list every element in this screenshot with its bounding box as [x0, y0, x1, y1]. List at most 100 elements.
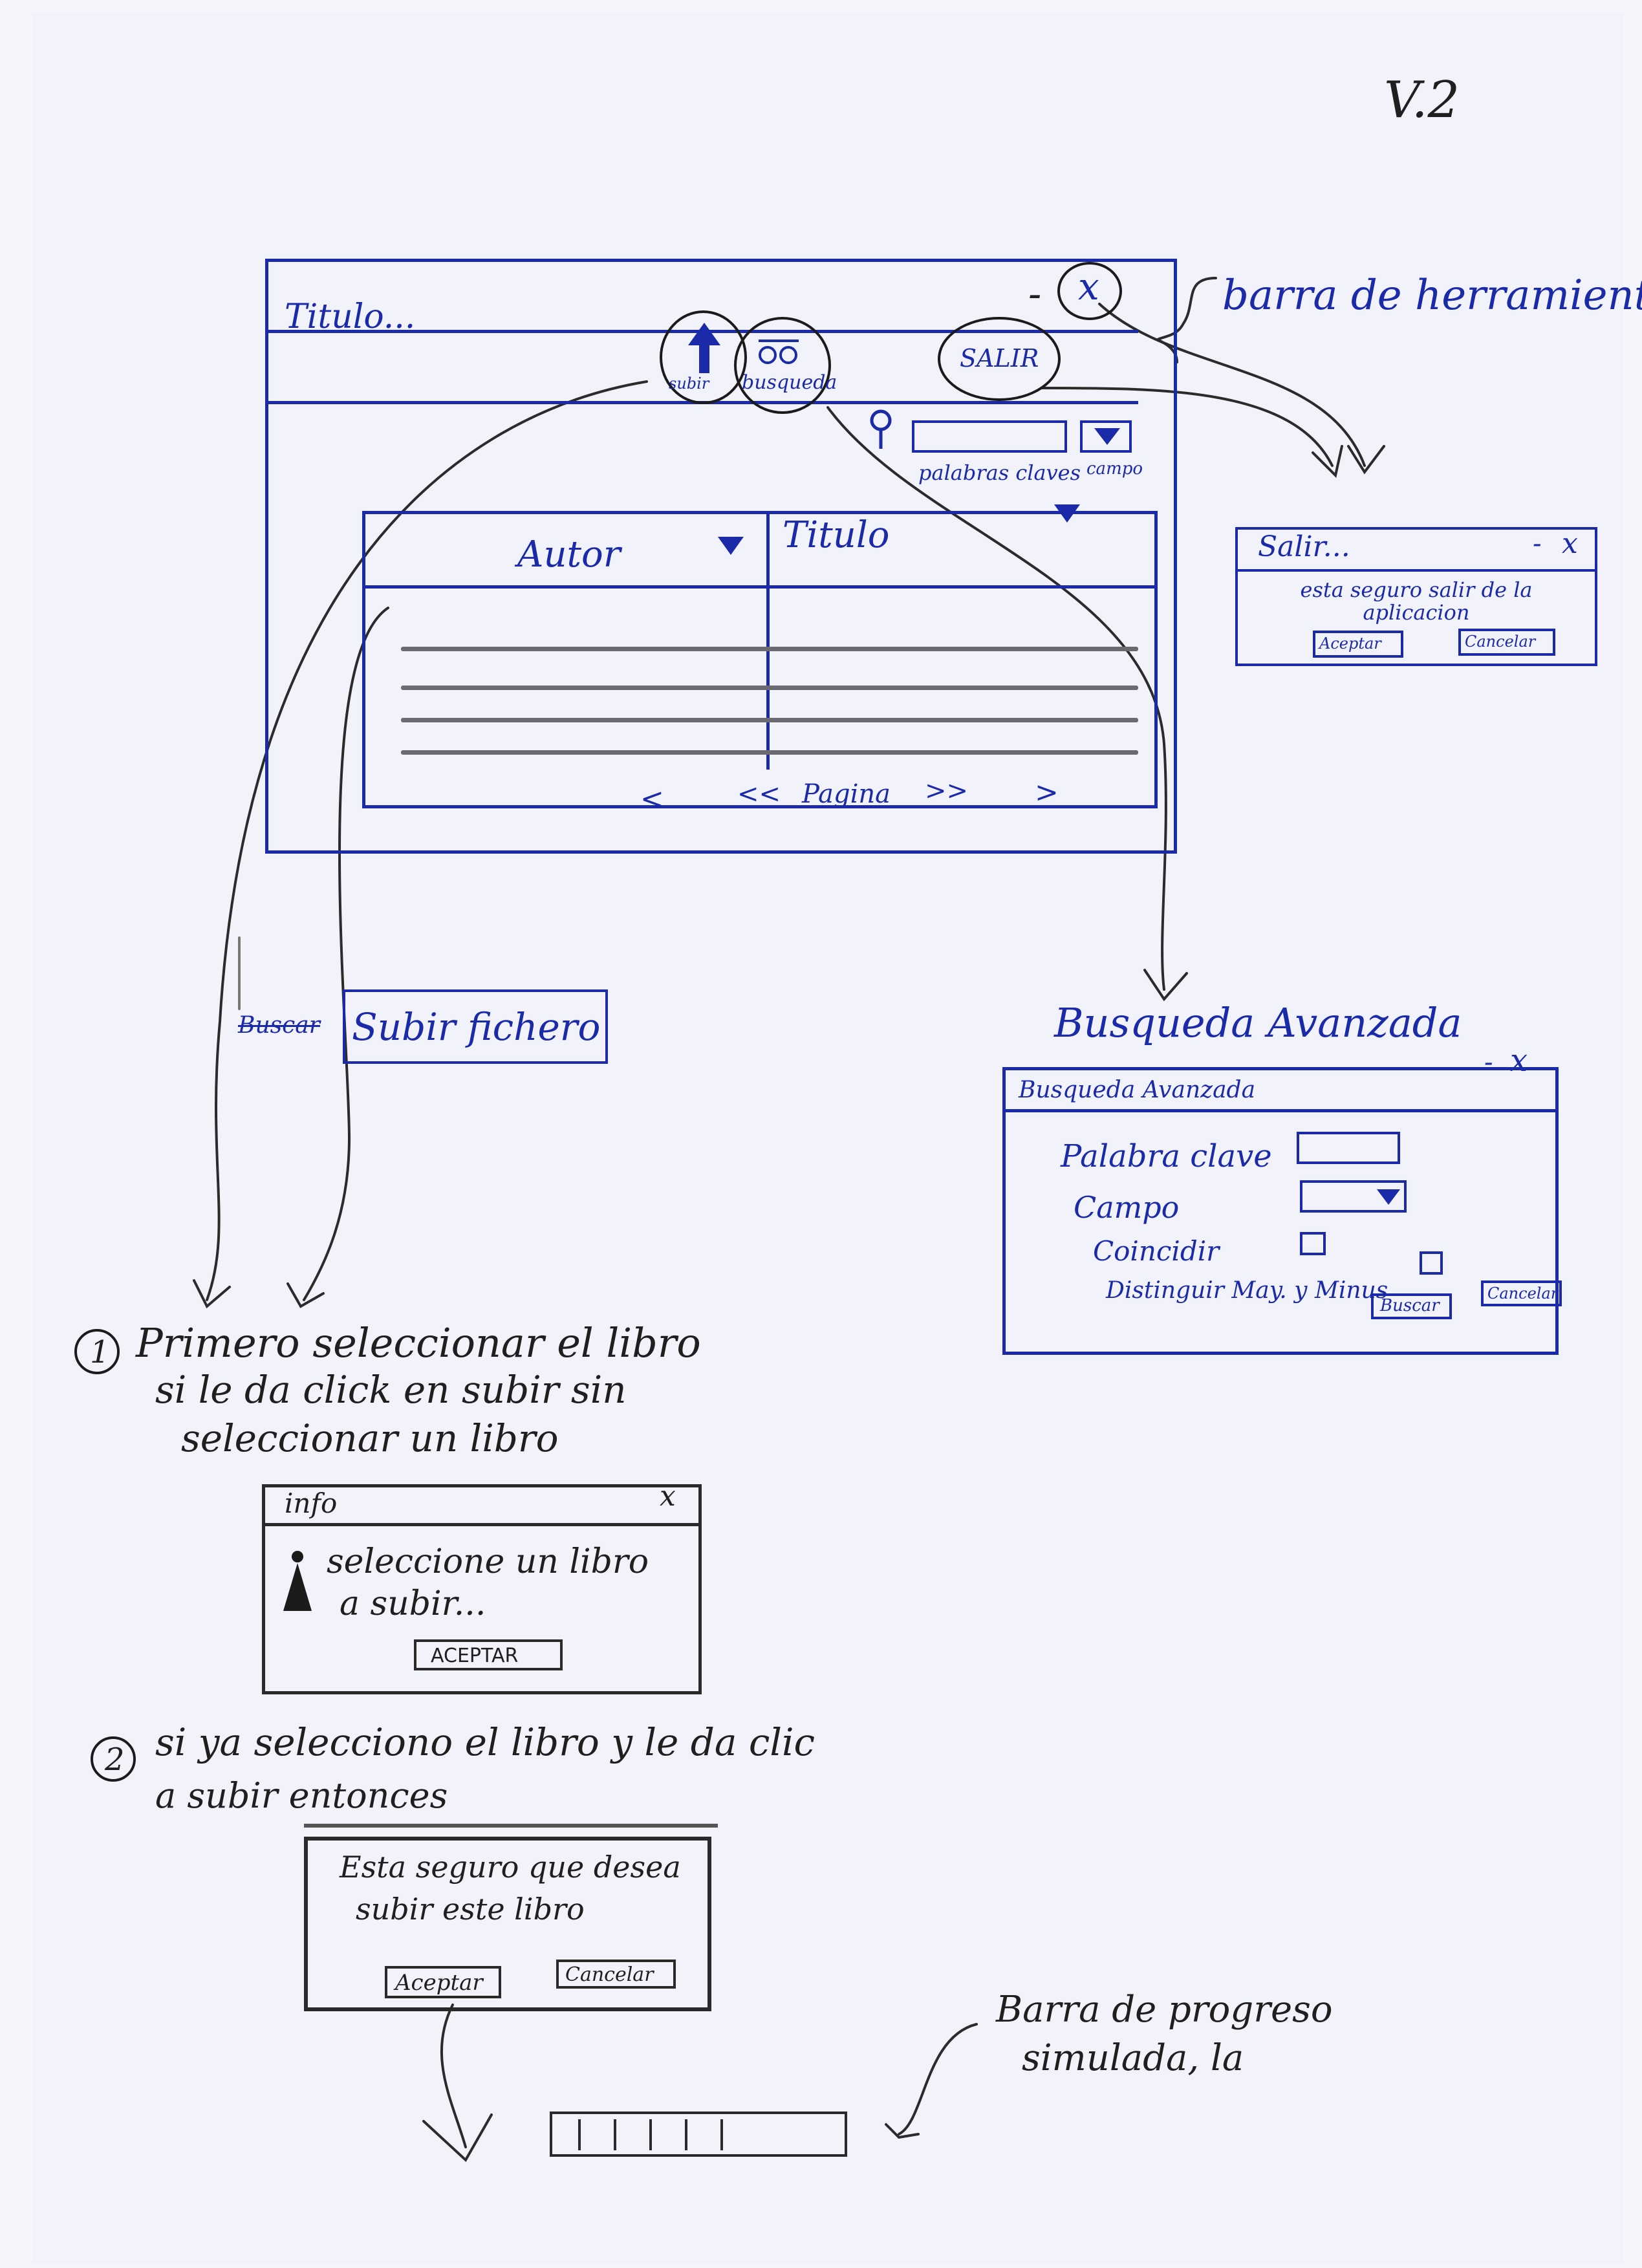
upload-button[interactable]: subir — [660, 310, 747, 404]
sort-autor-icon[interactable] — [718, 537, 744, 556]
step1-number: 1 — [90, 1334, 110, 1370]
progress-note-line-1: Barra de progreso — [996, 1989, 1333, 2031]
progress-tick — [720, 2119, 723, 2150]
divider-stroke — [304, 1824, 718, 1828]
search-button[interactable]: busqueda — [734, 317, 837, 414]
advanced-search-close[interactable]: x — [1510, 1042, 1528, 1079]
table-row[interactable] — [401, 647, 1138, 651]
search-icon — [870, 409, 892, 449]
adv-match-checkbox[interactable] — [1300, 1232, 1326, 1255]
adv-case-label: Distinguir May. y Minus — [1106, 1277, 1388, 1304]
pager-last[interactable]: >> — [925, 776, 969, 806]
exit-dialog-title: Salir... — [1258, 530, 1350, 563]
adv-field-label: Campo — [1074, 1190, 1180, 1225]
confirm-cancel-button[interactable]: Cancelar — [556, 1960, 676, 1989]
advanced-search-dialog — [1002, 1067, 1559, 1355]
step2-line-2: a subir entonces — [155, 1775, 448, 1816]
upload-label: subir — [669, 374, 709, 393]
info-dialog — [262, 1484, 702, 1694]
binoculars-icon — [759, 340, 799, 364]
paper-sheet — [32, 13, 1623, 2263]
info-ok-button[interactable]: ACEPTAR — [414, 1639, 563, 1670]
adv-case-checkbox[interactable] — [1420, 1251, 1443, 1275]
results-table — [362, 511, 1158, 808]
pager-first[interactable]: << — [737, 779, 781, 809]
progress-bar — [550, 2111, 847, 2157]
chevron-down-icon — [1094, 428, 1120, 445]
step1-line-3: seleccionar un libro — [181, 1416, 559, 1460]
exit-dialog-title-divider — [1235, 569, 1597, 572]
chevron-down-icon — [1377, 1189, 1400, 1205]
exit-button[interactable]: SALIR — [938, 317, 1061, 401]
step2-line-1: si ya selecciono el libro y le da clic — [155, 1720, 815, 1764]
advanced-search-minimize[interactable]: - — [1484, 1048, 1493, 1077]
step2-number-badge: 2 — [91, 1736, 136, 1782]
version-label: V.2 — [1384, 71, 1460, 129]
exit-dialog — [1235, 527, 1597, 666]
adv-cancel-label: Cancelar — [1487, 1284, 1559, 1302]
progress-tick — [685, 2119, 687, 2150]
warning-icon — [283, 1551, 312, 1611]
sort-titulo-icon[interactable] — [1054, 504, 1080, 524]
progress-fill — [552, 2114, 733, 2154]
close-icon: x — [1078, 265, 1099, 308]
upload-file-label: Subir fichero — [352, 1005, 601, 1049]
keyword-input[interactable] — [912, 420, 1067, 453]
field-label: campo — [1086, 459, 1143, 479]
info-dialog-title-divider — [262, 1523, 702, 1526]
confirm-dialog — [304, 1837, 711, 2011]
advanced-search-heading: Busqueda Avanzada — [1054, 999, 1462, 1046]
info-dialog-close[interactable]: x — [660, 1480, 676, 1513]
exit-dialog-minimize[interactable]: - — [1533, 529, 1542, 559]
adv-cancel-button[interactable]: Cancelar — [1481, 1280, 1562, 1306]
step1-line-2: si le da click en subir sin — [155, 1368, 627, 1412]
table-row[interactable] — [401, 686, 1138, 690]
exit-ok-button[interactable]: Aceptar — [1313, 631, 1403, 658]
struck-search-label: Buscar — [238, 1012, 320, 1039]
confirm-cancel-label: Cancelar — [565, 1963, 654, 1986]
progress-note-line-2: simulada, la — [1022, 2037, 1244, 2079]
exit-dialog-close[interactable]: x — [1562, 527, 1578, 560]
search-label: busqueda — [742, 371, 837, 394]
pager-prev[interactable]: < — [640, 783, 664, 815]
adv-search-label: Buscar — [1380, 1296, 1440, 1315]
toolbar-note: barra de herramientas — [1222, 272, 1642, 319]
advanced-search-title-divider — [1002, 1109, 1559, 1112]
adv-match-label: Coincidir — [1093, 1235, 1220, 1267]
info-ok-label: ACEPTAR — [431, 1645, 519, 1667]
pager-page-label: Pagina — [802, 779, 891, 809]
main-window-title: Titulo... — [285, 297, 416, 336]
confirm-message-line-1: Esta seguro que desea — [340, 1850, 681, 1885]
step1-number-badge: 1 — [74, 1329, 120, 1374]
exit-ok-label: Aceptar — [1319, 634, 1381, 653]
close-button[interactable]: x — [1057, 262, 1122, 320]
column-header-titulo[interactable]: Titulo — [783, 514, 890, 556]
exit-dialog-message: esta seguro salir de la aplicacion — [1300, 578, 1533, 625]
table-header-divider — [362, 585, 1158, 589]
progress-tick — [614, 2119, 616, 2150]
exit-cancel-button[interactable]: Cancelar — [1458, 629, 1555, 656]
minimize-button[interactable]: - — [1028, 272, 1042, 317]
adv-search-button[interactable]: Buscar — [1371, 1293, 1452, 1319]
upload-arrow-icon — [688, 323, 720, 373]
adv-field-select[interactable] — [1300, 1180, 1407, 1213]
field-select[interactable] — [1080, 420, 1132, 453]
progress-tick — [649, 2119, 652, 2150]
info-message-line-2: a subir... — [340, 1584, 486, 1623]
advanced-search-title: Busqueda Avanzada — [1019, 1077, 1256, 1103]
info-dialog-title: info — [285, 1487, 338, 1519]
adv-keyword-input[interactable] — [1297, 1132, 1400, 1164]
step2-number: 2 — [105, 1742, 125, 1778]
table-row[interactable] — [401, 750, 1138, 755]
pager-next[interactable]: > — [1035, 776, 1059, 809]
main-window — [265, 259, 1177, 854]
progress-tick — [578, 2119, 581, 2150]
table-row[interactable] — [401, 718, 1138, 722]
column-header-autor[interactable]: Autor — [517, 534, 621, 576]
confirm-message-line-2: subir este libro — [356, 1892, 585, 1927]
confirm-ok-button[interactable]: Aceptar — [385, 1966, 501, 1998]
upload-file-panel[interactable]: Subir fichero — [343, 989, 608, 1064]
info-message-line-1: seleccione un libro — [327, 1542, 649, 1581]
adv-keyword-label: Palabra clave — [1061, 1138, 1272, 1174]
